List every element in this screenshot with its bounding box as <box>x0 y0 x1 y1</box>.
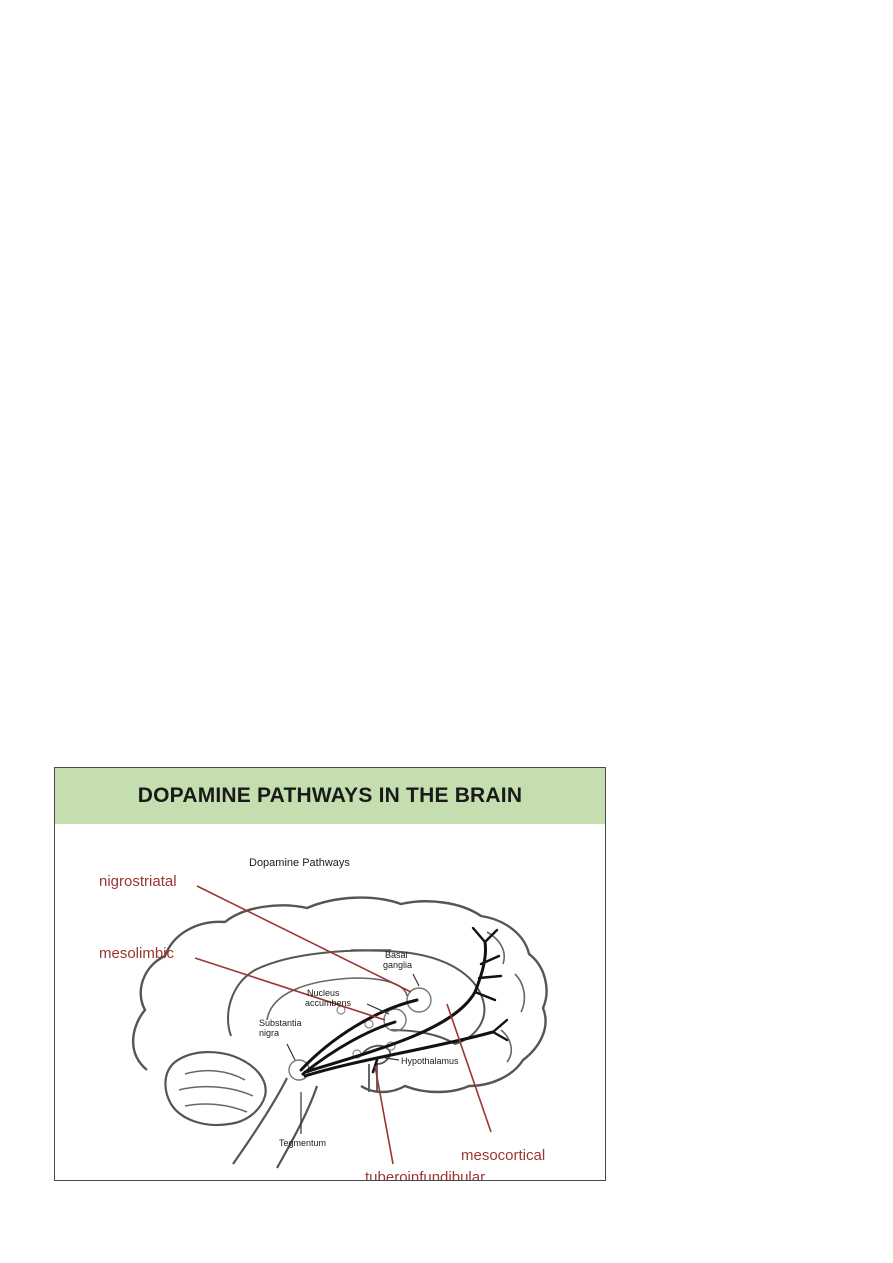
cortical-branches <box>471 926 509 1042</box>
basal-ganglia-node <box>406 987 432 1013</box>
nigrostriatal-leader <box>196 885 412 993</box>
mesocortical-label: mesocortical <box>461 1147 545 1164</box>
substantia-nigra-label-2: nigra <box>259 1028 279 1038</box>
nucleus-accumbens-node <box>383 1008 407 1032</box>
mesolimbic-tract <box>301 1020 397 1076</box>
figure-title: DOPAMINE PATHWAYS IN THE BRAIN <box>137 784 523 807</box>
nucleus-accumbens-label-2: accumbens <box>305 998 352 1008</box>
diagram-subtitle: Dopamine Pathways <box>249 857 350 869</box>
cerebellum-folia <box>178 1069 254 1113</box>
basal-ganglia-arrow <box>412 973 420 987</box>
mesocortical-leader <box>446 1003 492 1133</box>
corpus-callosum-outline <box>227 949 486 1045</box>
nigrostriatal-label: nigrostriatal <box>99 873 177 890</box>
mesolimbic-label: mesolimbic <box>99 945 175 962</box>
mesocortical-tract-lower <box>303 1030 495 1078</box>
mesolimbic-leader <box>194 957 386 1021</box>
substantia-nigra-arrow <box>286 1043 296 1061</box>
title-banner: DOPAMINE PATHWAYS IN THE BRAIN <box>55 768 605 824</box>
pathway-leader-lines <box>194 885 492 1165</box>
basal-ganglia-label-1: Basal <box>385 950 408 960</box>
hypothalamus-arrow <box>384 1057 400 1061</box>
dopamine-tracts <box>299 926 509 1078</box>
basal-ganglia-label-2: ganglia <box>383 960 412 970</box>
nucleus-accumbens-arrow <box>366 1003 390 1015</box>
brainstem-outline <box>232 1077 319 1169</box>
tegmentum-label: Tegmentum <box>279 1138 326 1148</box>
brain-diagram: Dopamine Pathways Basal ganglia Nucleus … <box>99 857 548 1181</box>
frontal-gyri-outline <box>486 931 526 1063</box>
tuberoinfundibular-label: tuberoinfundibular <box>365 1169 485 1181</box>
substantia-nigra-label-1: Substantia <box>259 1018 302 1028</box>
hypothalamus-label: Hypothalamus <box>401 1056 459 1066</box>
cerebellum-outline <box>164 1050 267 1127</box>
nucleus-accumbens-label-1: Nucleus <box>307 988 340 998</box>
dopamine-pathways-figure: DOPAMINE PATHWAYS IN THE BRAIN <box>54 767 606 1181</box>
cerebrum-outline <box>131 896 548 1094</box>
tuberoinfundibular-leader <box>374 1065 394 1165</box>
nigrostriatal-tract <box>299 998 419 1072</box>
label-arrows <box>286 973 420 1134</box>
